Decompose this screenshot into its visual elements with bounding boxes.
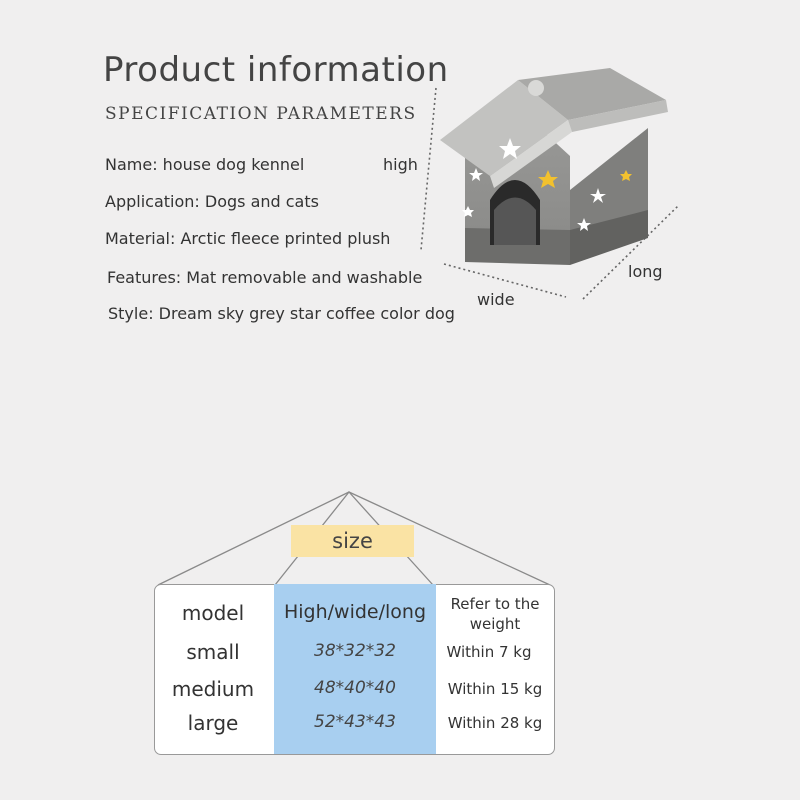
size-label: size <box>291 525 414 557</box>
table-row-medium-weight: Within 15 kg <box>447 680 543 698</box>
table-row-medium-model: medium <box>171 677 255 701</box>
spec-name: Name: house dog kennel <box>105 155 305 174</box>
dimension-long-label: long <box>628 262 663 281</box>
table-row-medium-dims: 48*40*40 <box>314 678 396 698</box>
table-row-small-dims: 38*32*32 <box>314 641 396 661</box>
dimension-lines <box>420 87 679 300</box>
table-row-small-weight: Within 7 kg <box>446 643 532 661</box>
table-header-model: model <box>181 601 245 625</box>
spec-features: Features: Mat removable and washable <box>107 268 423 287</box>
page-title: Product information <box>103 50 449 90</box>
table-row-large-dims: 52*43*43 <box>314 712 396 732</box>
dimensions-column-highlight <box>274 584 436 754</box>
spec-style: Style: Dream sky grey star coffee color … <box>108 304 455 323</box>
spec-application: Application: Dogs and cats <box>105 192 319 211</box>
dimension-high-label: high <box>383 155 418 174</box>
table-row-large-model: large <box>187 711 239 735</box>
page-subtitle: SPECIFICATION PARAMETERS <box>105 104 417 124</box>
spec-material: Material: Arctic fleece printed plush <box>105 229 391 248</box>
table-row-large-weight: Within 28 kg <box>447 714 543 732</box>
table-header-dimensions: High/wide/long <box>283 601 427 623</box>
dog-kennel-image <box>440 68 668 265</box>
dimension-wide-label: wide <box>477 290 515 309</box>
table-row-small-model: small <box>186 640 240 664</box>
table-header-weight: Refer to the weight <box>450 595 540 633</box>
